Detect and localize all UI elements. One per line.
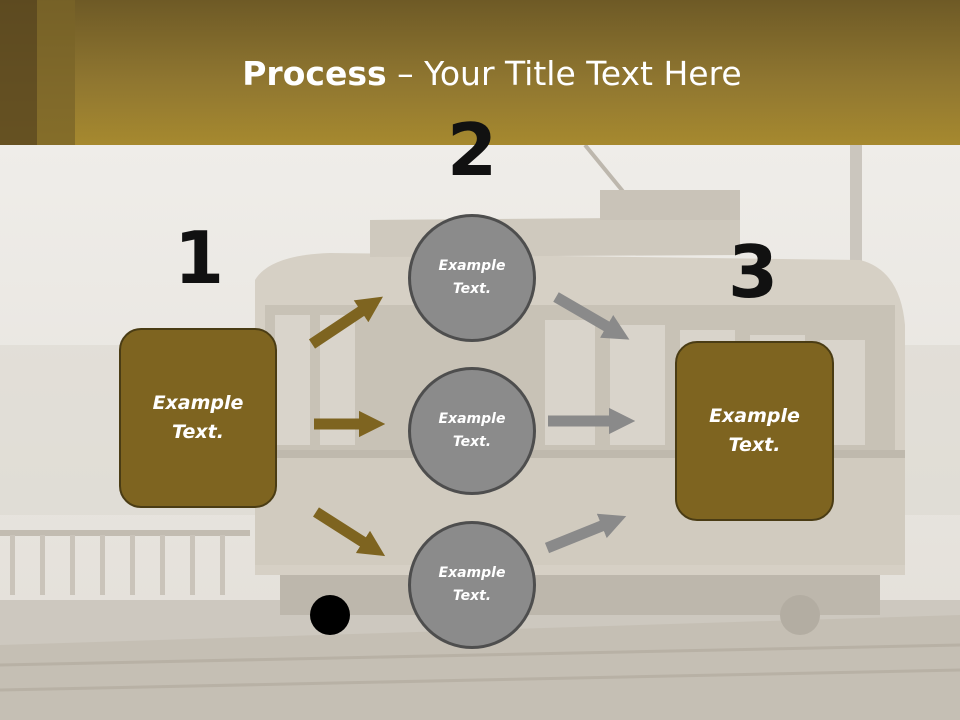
title-bold: Process: [242, 54, 387, 93]
circle-top-label: Example Text.: [438, 258, 506, 297]
circle-top[interactable]: Example Text.: [408, 214, 536, 342]
right-box-label: Example Text.: [709, 405, 800, 456]
header-accent-stripe: [0, 0, 37, 145]
step-number-1: 1: [173, 216, 225, 300]
left-box-label: Example Text.: [152, 392, 244, 443]
header-accent-stripe: [37, 0, 75, 145]
left-box[interactable]: Example Text.: [119, 328, 277, 508]
circle-bottom-label: Example Text.: [438, 565, 506, 604]
step-number-3: 3: [727, 230, 779, 314]
title-bar: [0, 0, 960, 145]
slide-title[interactable]: Process – Your Title Text Here: [0, 52, 960, 96]
circle-middle[interactable]: Example Text.: [408, 367, 536, 495]
circle-middle-label: Example Text.: [438, 411, 506, 450]
title-rest: – Your Title Text Here: [386, 54, 742, 93]
step-number-2: 2: [446, 108, 498, 192]
right-box[interactable]: Example Text.: [675, 341, 834, 521]
circle-bottom[interactable]: Example Text.: [408, 521, 536, 649]
